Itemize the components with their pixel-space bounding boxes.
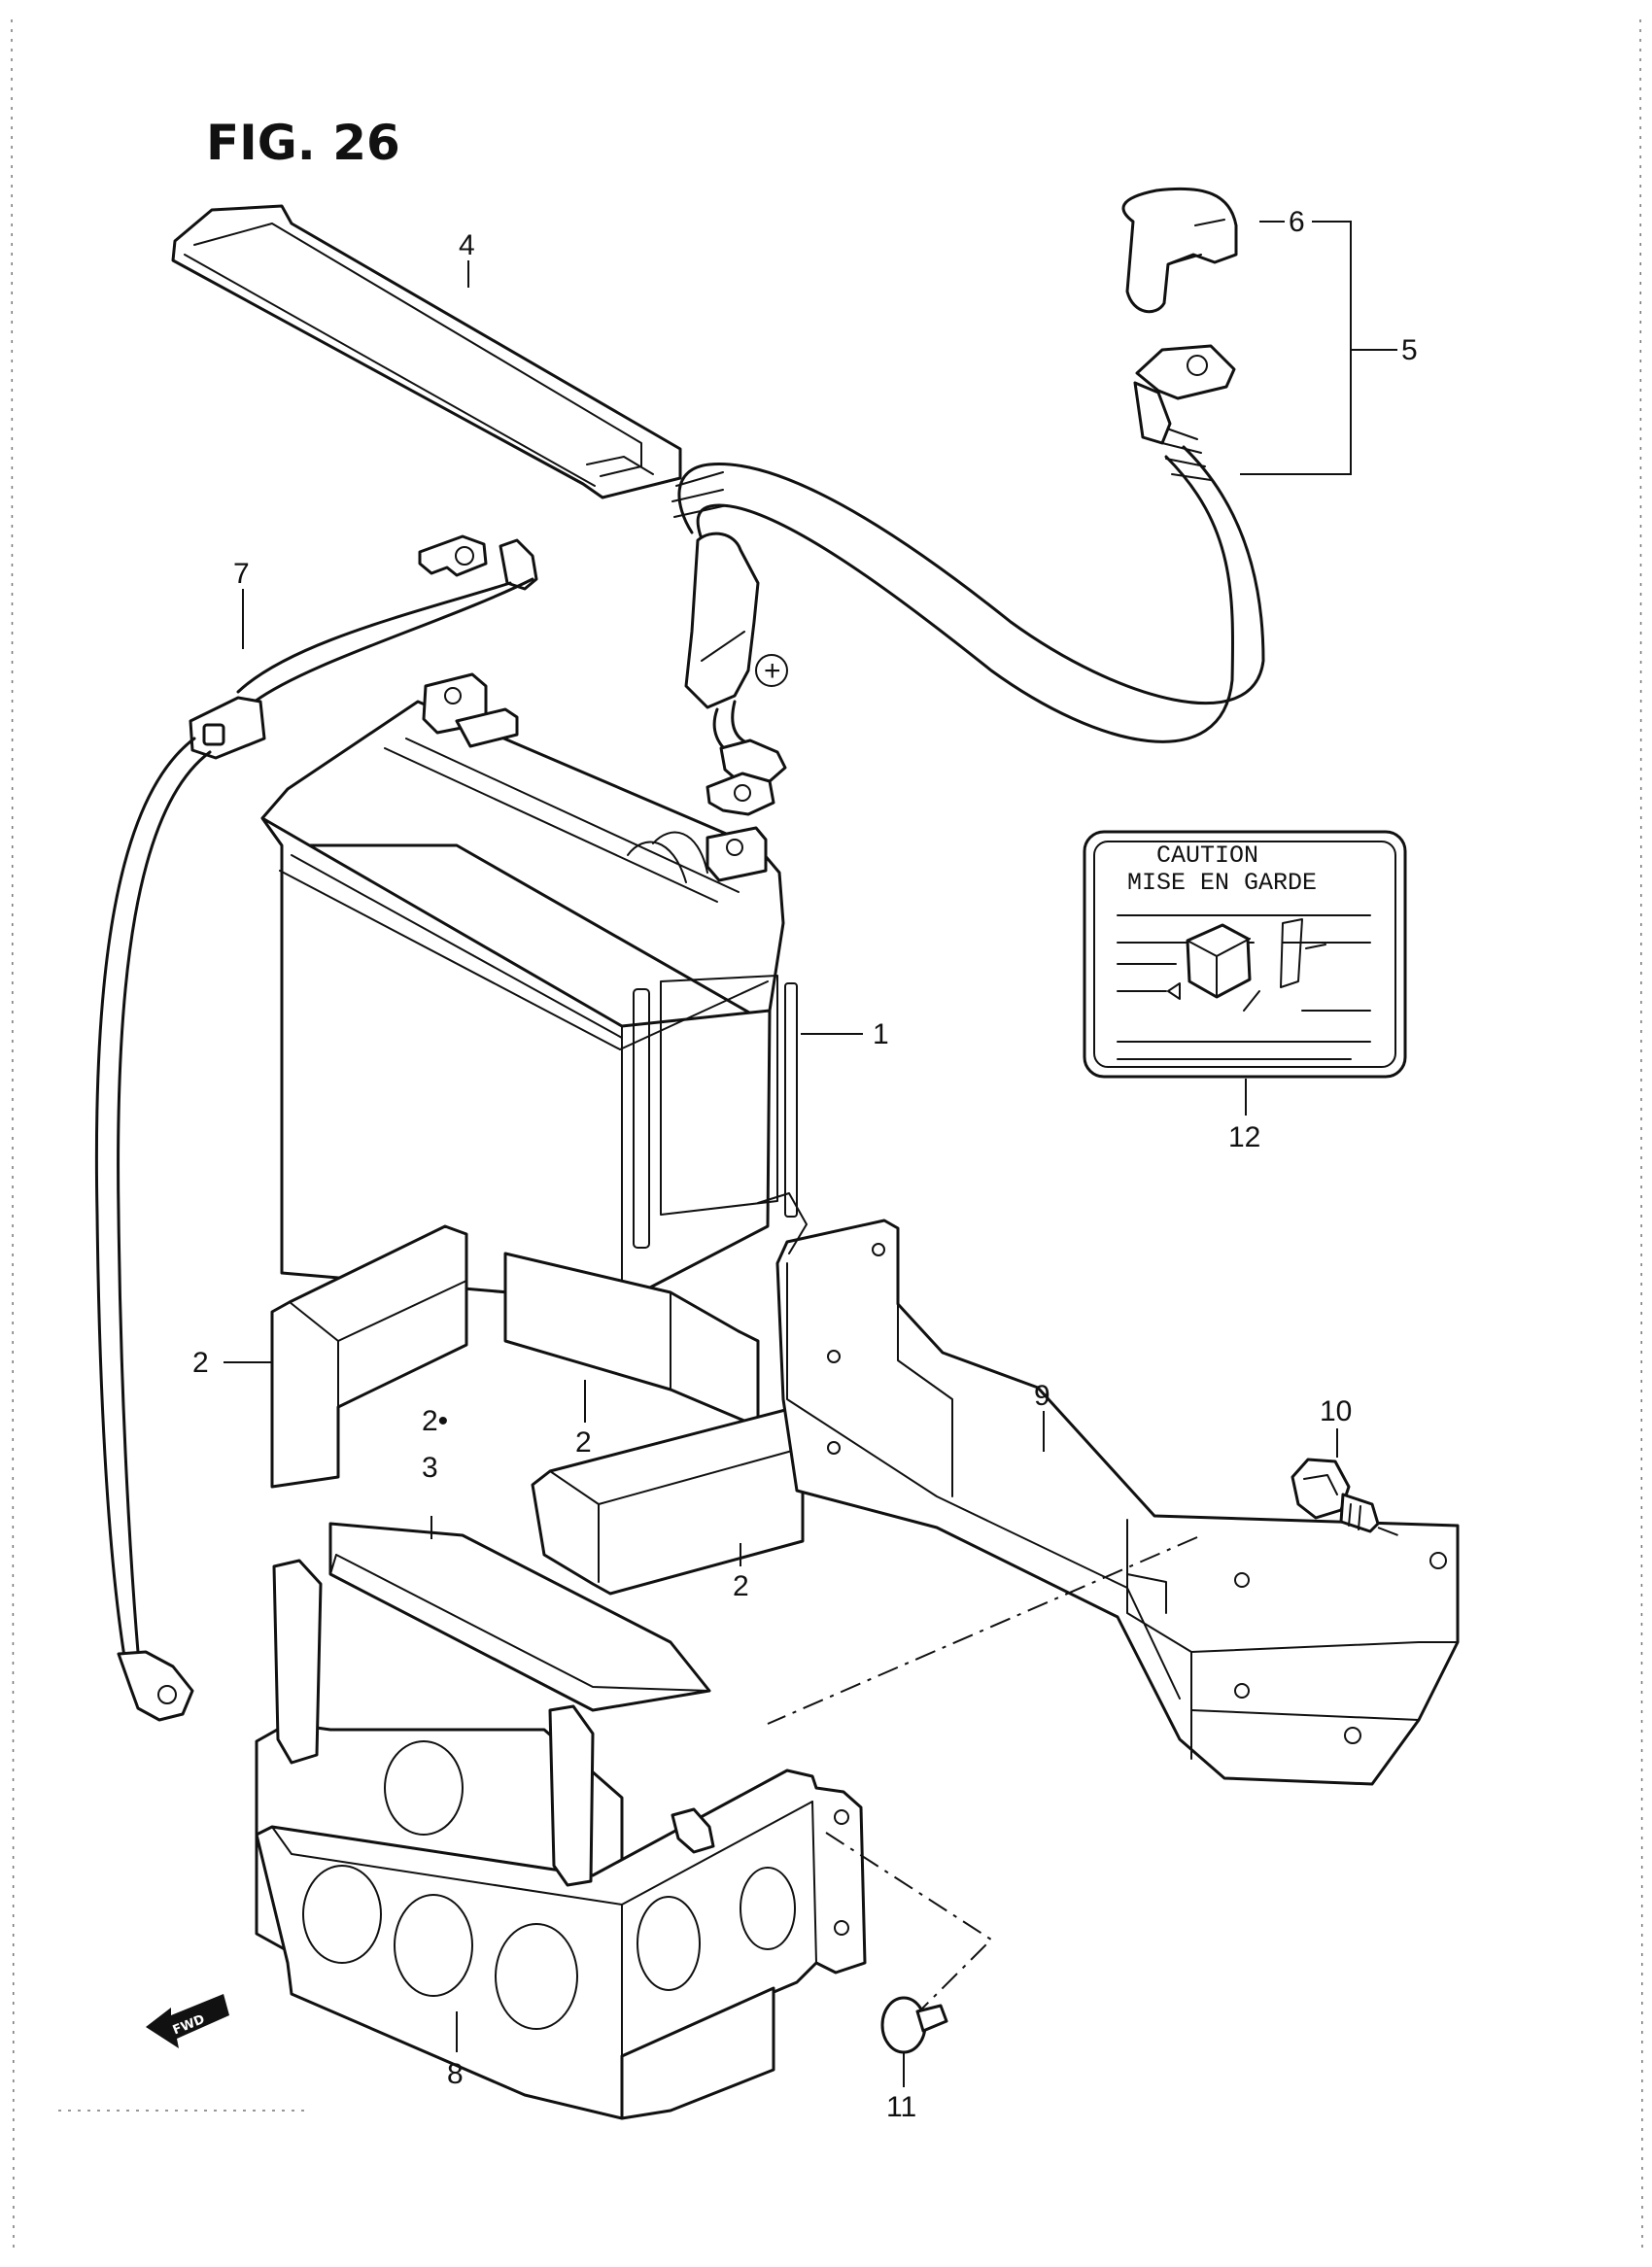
caution-label: CAUTION MISE EN GARDE	[1083, 830, 1407, 1079]
callout-6: 6	[1289, 206, 1305, 238]
cushion-left	[270, 1224, 468, 1489]
callout-8: 8	[447, 2058, 464, 2090]
callout-5: 5	[1401, 334, 1418, 366]
callout-2-front: 2	[733, 1570, 749, 1602]
bolt	[1291, 1458, 1380, 1533]
part-callouts: 1 2 2 2 2• 3 4 5 6 7 8 9 10 11 12	[192, 206, 1418, 2123]
callout-11: 11	[886, 2091, 916, 2123]
callout-2-center: 2	[575, 1426, 592, 1459]
callout-2-pad: 2•	[422, 1405, 448, 1437]
screw	[880, 1996, 948, 2054]
battery-strap	[171, 204, 682, 499]
battery	[260, 672, 798, 1304]
battery-bracket	[757, 1192, 1460, 1786]
figure-title: FIG. 26	[206, 115, 400, 171]
cushion-pad-flat	[328, 1522, 711, 1712]
callout-7: 7	[233, 558, 250, 590]
positive-battery-cable: +	[671, 187, 1265, 816]
callout-12: 12	[1228, 1121, 1260, 1153]
caution-label-line2: MISE EN GARDE	[1127, 869, 1317, 897]
cushion-front	[531, 1407, 805, 1596]
positive-terminal-mark: +	[764, 655, 781, 687]
leader-lines	[224, 221, 1404, 2087]
callout-3: 3	[422, 1452, 438, 1484]
callout-9: 9	[1034, 1380, 1050, 1412]
forward-direction-marker: FWD	[146, 1994, 229, 2048]
scan-right-edge	[1639, 18, 1643, 2255]
scan-left-edge	[11, 18, 15, 2255]
callout-2-left: 2	[192, 1347, 209, 1379]
callout-4: 4	[459, 229, 475, 261]
callout-1: 1	[873, 1018, 889, 1050]
battery-holder	[255, 1559, 867, 2120]
negative-battery-lead	[94, 534, 538, 1722]
cushion-center	[503, 1252, 760, 1428]
caution-label-line1: CAUTION	[1156, 842, 1258, 870]
callout-10: 10	[1320, 1395, 1352, 1427]
